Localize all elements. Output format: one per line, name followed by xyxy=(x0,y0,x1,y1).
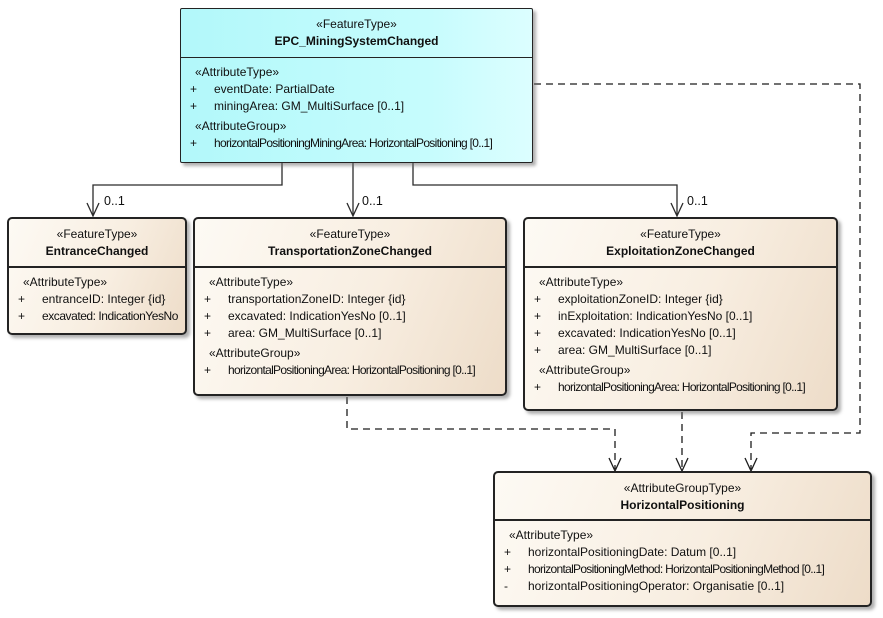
attribute-text: inExploitation: IndicationYesNo [0..1] xyxy=(558,309,753,323)
attribute-row: + horizontalPositioningMethod: Horizontal… xyxy=(495,561,870,578)
open-arrowhead-entrance xyxy=(86,202,100,218)
attribute-text: exploitationZoneID: Integer {id} xyxy=(558,292,723,306)
class-stereotype: «FeatureType» xyxy=(56,227,138,241)
class-name: EntranceChanged xyxy=(45,244,149,258)
attribute-text: area: GM_MultiSurface [0..1] xyxy=(558,343,712,357)
open-arrowhead-exploitation xyxy=(670,202,684,218)
attribute-row: + horizontalPositioningArea: HorizontalPo… xyxy=(195,362,505,379)
visibility-sign: + xyxy=(204,292,212,306)
attribute-text: excavated: IndicationYesNo [0..1] xyxy=(228,309,406,323)
attribute-row: - horizontalPositioningOperator: Organisa… xyxy=(495,578,870,595)
attribute-row: + eventDate: PartialDate xyxy=(181,81,532,98)
attribute-text: horizontalPositioningArea: HorizontalPos… xyxy=(228,363,476,377)
visibility-sign: + xyxy=(190,82,198,96)
attribute-row: + excavated: IndicationYesNo [0..1] xyxy=(525,325,836,342)
attribute-text: horizontalPositioningDate: Datum [0..1] xyxy=(528,545,737,559)
attribute-row: + area: GM_MultiSurface [0..1] xyxy=(195,325,505,342)
dependency-line-mining-horizontal xyxy=(534,83,861,469)
class-stereotype: «FeatureType» xyxy=(309,227,391,241)
multiplicity-label-entrance: 0..1 xyxy=(104,194,125,208)
class-header: «FeatureType» ExploitationZoneChanged xyxy=(525,219,836,268)
visibility-sign: + xyxy=(534,380,541,394)
attribute-compartment: «AttributeType» + exploitationZoneID: Int… xyxy=(525,268,836,396)
attribute-text: horizontalPositioningMethod: HorizontalP… xyxy=(528,562,825,576)
attribute-compartment: «AttributeType» + transportationZoneID: I… xyxy=(195,268,505,379)
uml-class-epc-miningsystemchanged[interactable]: «FeatureType» EPC_MiningSystemChanged «A… xyxy=(180,8,533,163)
class-name: TransportationZoneChanged xyxy=(267,244,432,258)
attribute-row: + excavated: IndicationYesNo xyxy=(9,308,185,325)
attribute-text: excavated: IndicationYesNo [0..1] xyxy=(558,326,736,340)
uml-class-exploitationzonechanged[interactable]: «FeatureType» ExploitationZoneChanged «A… xyxy=(523,217,838,411)
open-arrowhead-transportation xyxy=(346,202,360,218)
visibility-sign: + xyxy=(504,545,512,559)
visibility-sign: + xyxy=(190,99,198,113)
visibility-sign: + xyxy=(534,343,542,357)
attribute-row: + miningArea: GM_MultiSurface [0..1] xyxy=(181,98,532,115)
class-stereotype: «AttributeGroupType» xyxy=(623,481,742,495)
attribute-row: + transportationZoneID: Integer {id} xyxy=(195,291,505,308)
association-line-exploitation xyxy=(412,163,678,215)
attribute-row: + area: GM_MultiSurface [0..1] xyxy=(525,342,836,359)
attribute-row: + horizontalPositioningArea: HorizontalPo… xyxy=(525,379,836,396)
attribute-compartment: «AttributeType» + horizontalPositioningDa… xyxy=(495,521,870,595)
attribute-text: area: GM_MultiSurface [0..1] xyxy=(228,326,382,340)
class-name: EPC_MiningSystemChanged xyxy=(274,34,439,48)
visibility-sign: + xyxy=(204,363,211,377)
attribute-row: + horizontalPositioningDate: Datum [0..1] xyxy=(495,544,870,561)
attribute-text: horizontalPositioningMiningArea: Horizon… xyxy=(214,136,493,150)
class-stereotype: «FeatureType» xyxy=(316,17,397,31)
visibility-sign: - xyxy=(504,579,508,593)
section-header: «AttributeType» xyxy=(509,528,594,542)
visibility-sign: + xyxy=(534,309,542,323)
attribute-text: horizontalPositioningArea: HorizontalPos… xyxy=(558,380,806,394)
dependency-line-transportation-horizontal xyxy=(346,397,616,469)
attribute-text: entranceID: Integer {id} xyxy=(42,292,166,306)
visibility-sign: + xyxy=(534,326,542,340)
attribute-compartment: «AttributeType» +eventDate: PartialDate … xyxy=(181,58,532,152)
attribute-row: + excavated: IndicationYesNo [0..1] xyxy=(195,308,505,325)
visibility-sign: + xyxy=(204,326,212,340)
attribute-text: eventDate: PartialDate xyxy=(214,82,335,96)
class-header: «FeatureType» EntranceChanged xyxy=(9,219,185,268)
section-header: «AttributeGroup» xyxy=(209,346,301,360)
attribute-row: + entranceID: Integer {id} xyxy=(9,291,185,308)
section-header: «AttributeGroup» xyxy=(539,363,631,377)
multiplicity-label-transportation: 0..1 xyxy=(362,194,383,208)
uml-class-horizontalpositioning[interactable]: «AttributeGroupType» HorizontalPositioni… xyxy=(493,471,872,607)
visibility-sign: + xyxy=(504,562,511,576)
attribute-text: transportationZoneID: Integer {id} xyxy=(228,292,406,306)
attribute-compartment: «AttributeType» + entranceID: Integer {id… xyxy=(9,268,185,325)
attribute-row: + horizontalPositioningMiningArea: Horizo… xyxy=(181,135,532,152)
association-line-entrance xyxy=(92,163,283,215)
attribute-text: miningArea: GM_MultiSurface [0..1] xyxy=(214,99,405,113)
section-header: «AttributeType» xyxy=(23,275,108,289)
class-header: «AttributeGroupType» HorizontalPositioni… xyxy=(495,473,870,521)
section-header: «AttributeType» xyxy=(539,275,624,289)
class-header: «FeatureType» TransportationZoneChanged xyxy=(195,219,505,268)
visibility-sign: + xyxy=(534,292,542,306)
attribute-row: + inExploitation: IndicationYesNo [0..1] xyxy=(525,308,836,325)
uml-class-entrancechanged[interactable]: «FeatureType» EntranceChanged «Attribute… xyxy=(7,217,187,335)
section-header: «AttributeType» xyxy=(209,275,294,289)
attribute-row: + exploitationZoneID: Integer {id} xyxy=(525,291,836,308)
class-stereotype: «FeatureType» xyxy=(640,227,721,241)
visibility-sign: + xyxy=(204,309,212,323)
class-name: ExploitationZoneChanged xyxy=(606,244,755,258)
section-header: «AttributeType» xyxy=(195,65,280,79)
uml-class-transportationzonechanged[interactable]: «FeatureType» TransportationZoneChanged … xyxy=(193,217,507,396)
section-header: «AttributeGroup» xyxy=(195,119,287,133)
attribute-text: horizontalPositioningOperator: Organisat… xyxy=(528,579,785,593)
multiplicity-label-exploitation: 0..1 xyxy=(687,194,708,208)
attribute-text: excavated: IndicationYesNo xyxy=(42,309,178,323)
visibility-sign: + xyxy=(190,136,197,150)
visibility-sign: + xyxy=(18,292,26,306)
class-header: «FeatureType» EPC_MiningSystemChanged xyxy=(181,9,532,58)
visibility-sign: + xyxy=(18,309,25,323)
class-name: HorizontalPositioning xyxy=(620,498,745,512)
